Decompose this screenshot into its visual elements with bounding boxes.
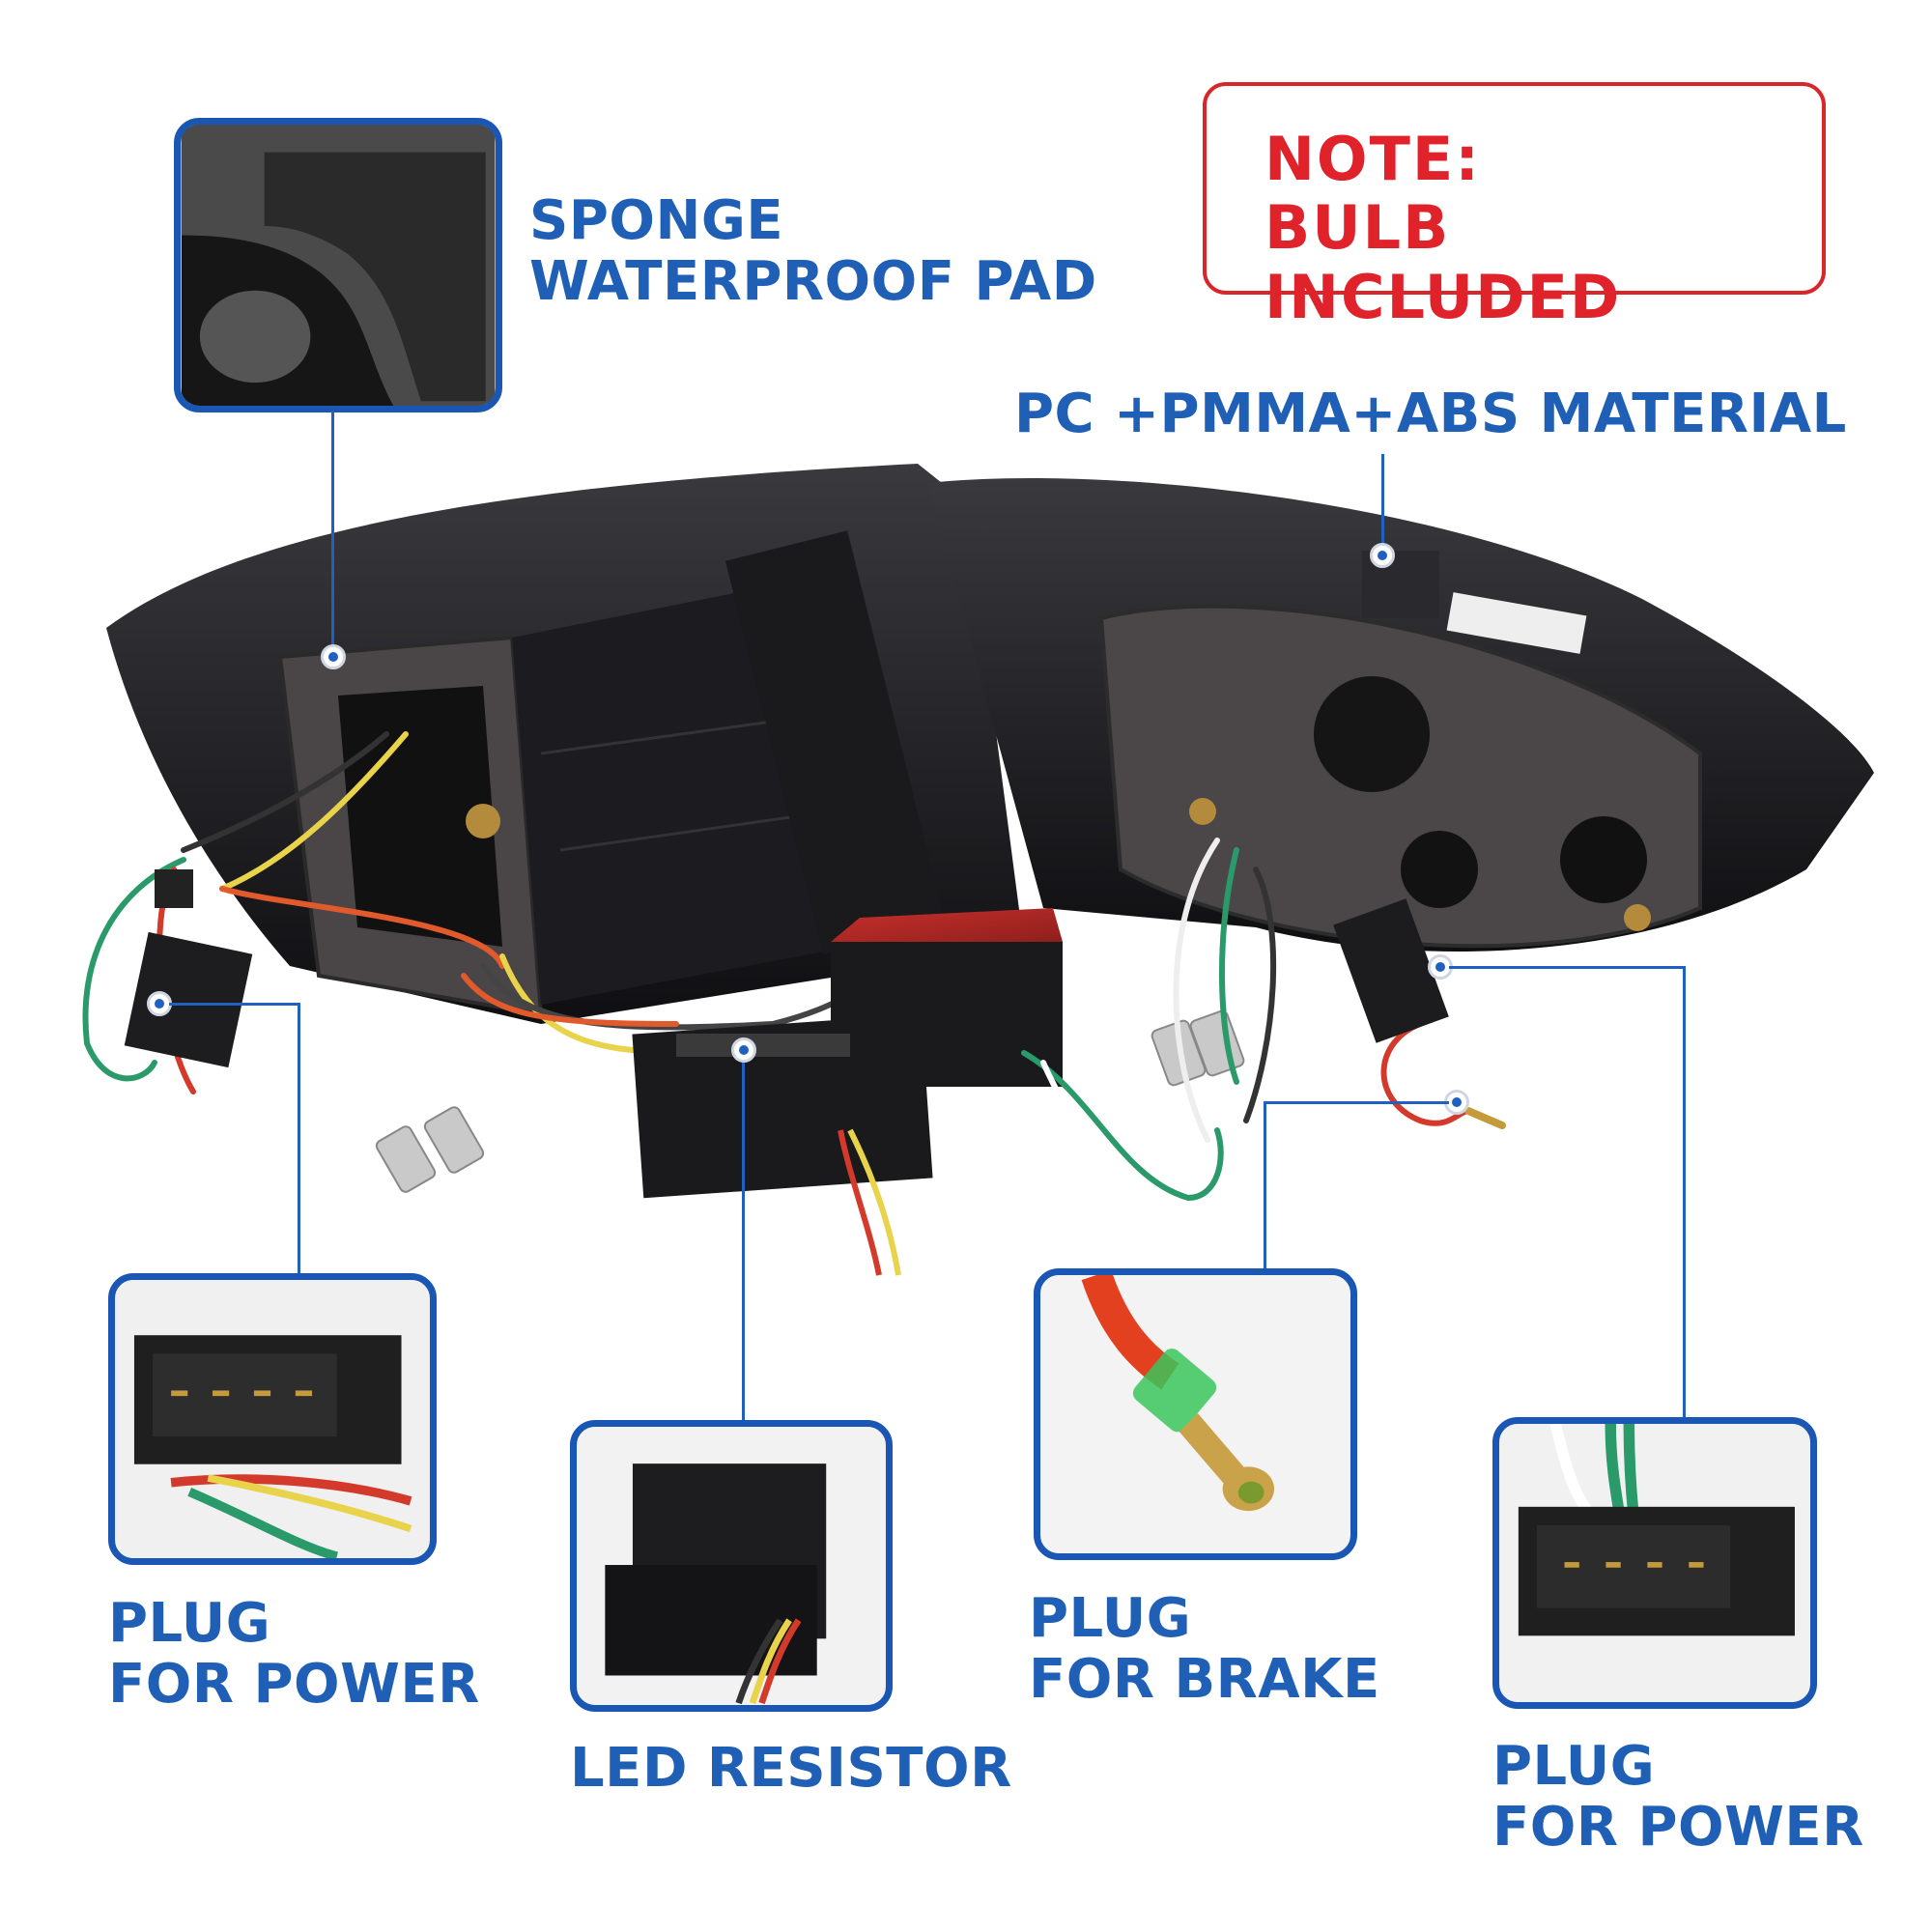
resistor-block [632,908,1063,1276]
sponge-label: SPONGE WATERPROOF PAD [529,189,1097,313]
led-resistor-dot [731,1037,756,1063]
sponge-leader [331,411,334,652]
note-line1: NOTE: [1264,124,1482,194]
plug-power-right-label: PLUG FOR POWER [1492,1735,1864,1859]
note-line2: BULB INCLUDED [1264,192,1622,332]
left-power-plug [124,869,253,1068]
plug-brake-line1: PLUG [1029,1587,1192,1650]
material-label: PC +PMMA+ABS MATERIAL [1014,383,1847,445]
led-resistor-thumbnail [570,1420,893,1712]
right-tail-light [927,478,1874,952]
plug-power-right-line1: PLUG [1492,1735,1656,1798]
material-dot [1370,543,1395,568]
plug-brake-leader-h [1265,1101,1449,1104]
plug-power-right-thumbnail [1492,1417,1817,1709]
sponge-dot [321,644,346,669]
led-resistor-label: LED RESISTOR [570,1737,1012,1800]
sponge-pad-thumbnail [174,118,502,412]
plug-brake-thumbnail [1034,1268,1357,1560]
plug-brake-line2: FOR BRAKE [1029,1647,1380,1711]
plug-power-left-thumbnail [108,1273,437,1565]
left-tail-light [106,464,1024,1024]
plug-power-left-line2: FOR POWER [108,1652,480,1716]
note-box: NOTE: BULB INCLUDED [1203,82,1826,331]
note-text: NOTE: BULB INCLUDED [1264,125,1822,331]
plug-power-right-leader-v [1683,966,1686,1420]
right-power-plug [1333,898,1449,1043]
sponge-line2: WATERPROOF PAD [529,249,1097,313]
material-leader [1381,454,1384,551]
plug-power-left-label: PLUG FOR POWER [108,1592,480,1716]
plug-power-left-line1: PLUG [108,1592,271,1655]
plug-brake-leader-v [1264,1101,1266,1270]
plug-power-left-leader-h [169,1003,299,1006]
plug-power-left-leader-v [298,1003,300,1275]
plug-power-right-leader-h [1449,966,1686,969]
plug-brake-label: PLUG FOR BRAKE [1029,1587,1380,1711]
sponge-line1: SPONGE [529,189,784,252]
plug-power-right-line2: FOR POWER [1492,1795,1864,1859]
wiring-right [1021,838,1506,1210]
led-resistor-leader [742,1063,745,1420]
